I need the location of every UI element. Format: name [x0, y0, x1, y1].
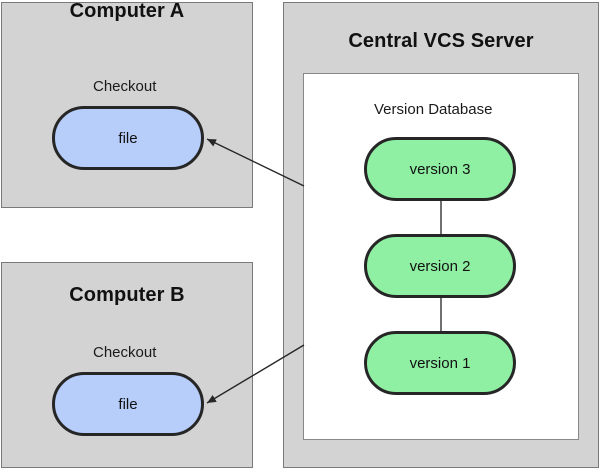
computer-a-file: file [52, 106, 204, 170]
computer-a-panel [1, 2, 253, 208]
server-title: Central VCS Server [348, 30, 534, 52]
computer-a-title: Computer A [69, 0, 185, 22]
computer-b-checkout-label: Checkout [93, 344, 157, 361]
version-1-node: version 1 [364, 331, 516, 395]
version-2-node: version 2 [364, 234, 516, 298]
computer-b-title: Computer B [69, 284, 185, 306]
version-database-label: Version Database [374, 101, 493, 118]
version-3-node: version 3 [364, 137, 516, 201]
computer-b-file: file [52, 372, 204, 436]
computer-a-checkout-label: Checkout [93, 78, 157, 95]
